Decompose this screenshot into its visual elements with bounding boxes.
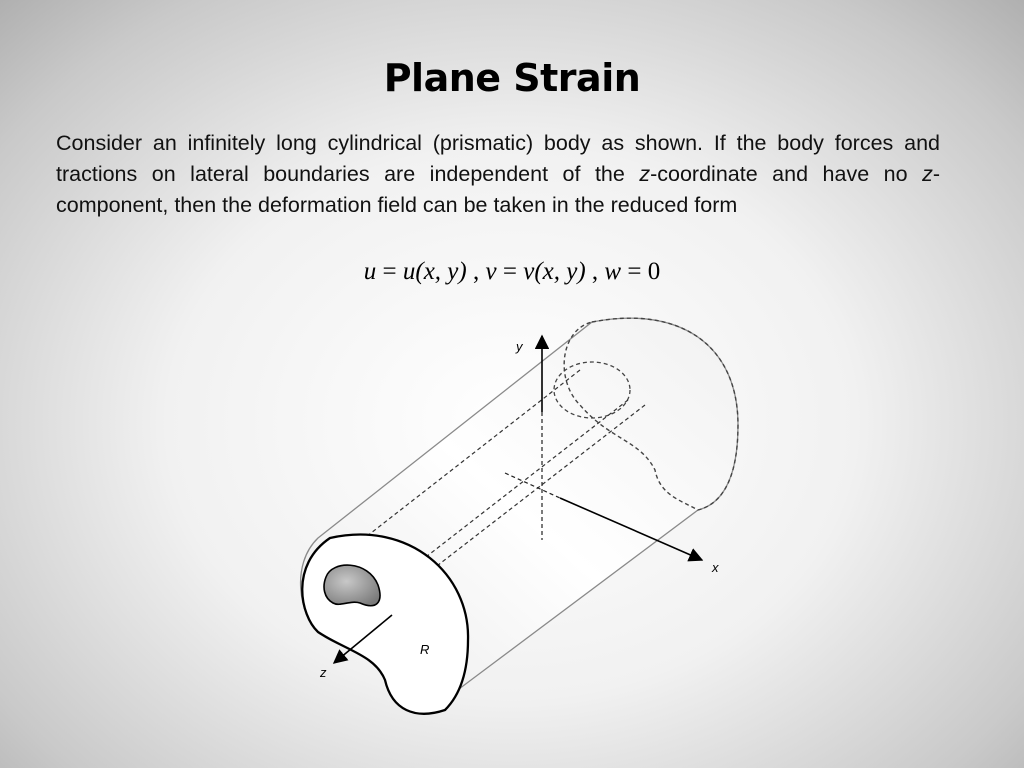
back-cross-section: [563, 317, 739, 511]
origin-dashed-horizontal: [504, 472, 561, 499]
y-axis-label: y: [515, 339, 524, 354]
front-hole: [323, 564, 381, 607]
z-variable: z: [639, 162, 651, 186]
back-hole-outline: [553, 361, 631, 419]
x-axis-label: x: [711, 560, 719, 575]
z-axis-arrow: [332, 614, 393, 664]
region-label: R: [420, 642, 429, 657]
paragraph-text-1: Consider an infinitely long cylindrical …: [56, 131, 940, 186]
hole-dashed-line: [329, 369, 581, 566]
paragraph-text-2: -coordinate and have no: [650, 162, 923, 186]
displacement-equation: u = u(x, y) , v = v(x, y) , w = 0: [363, 258, 661, 285]
description-paragraph: Consider an infinitely long cylindrical …: [56, 128, 940, 221]
z-axis-label: z: [319, 665, 327, 680]
slide-title: Plane Strain: [383, 56, 641, 100]
x-axis-arrow: [559, 497, 704, 562]
paragraph-text-3: -component, then the deformation field c…: [56, 162, 940, 217]
z-variable: z: [922, 162, 933, 186]
